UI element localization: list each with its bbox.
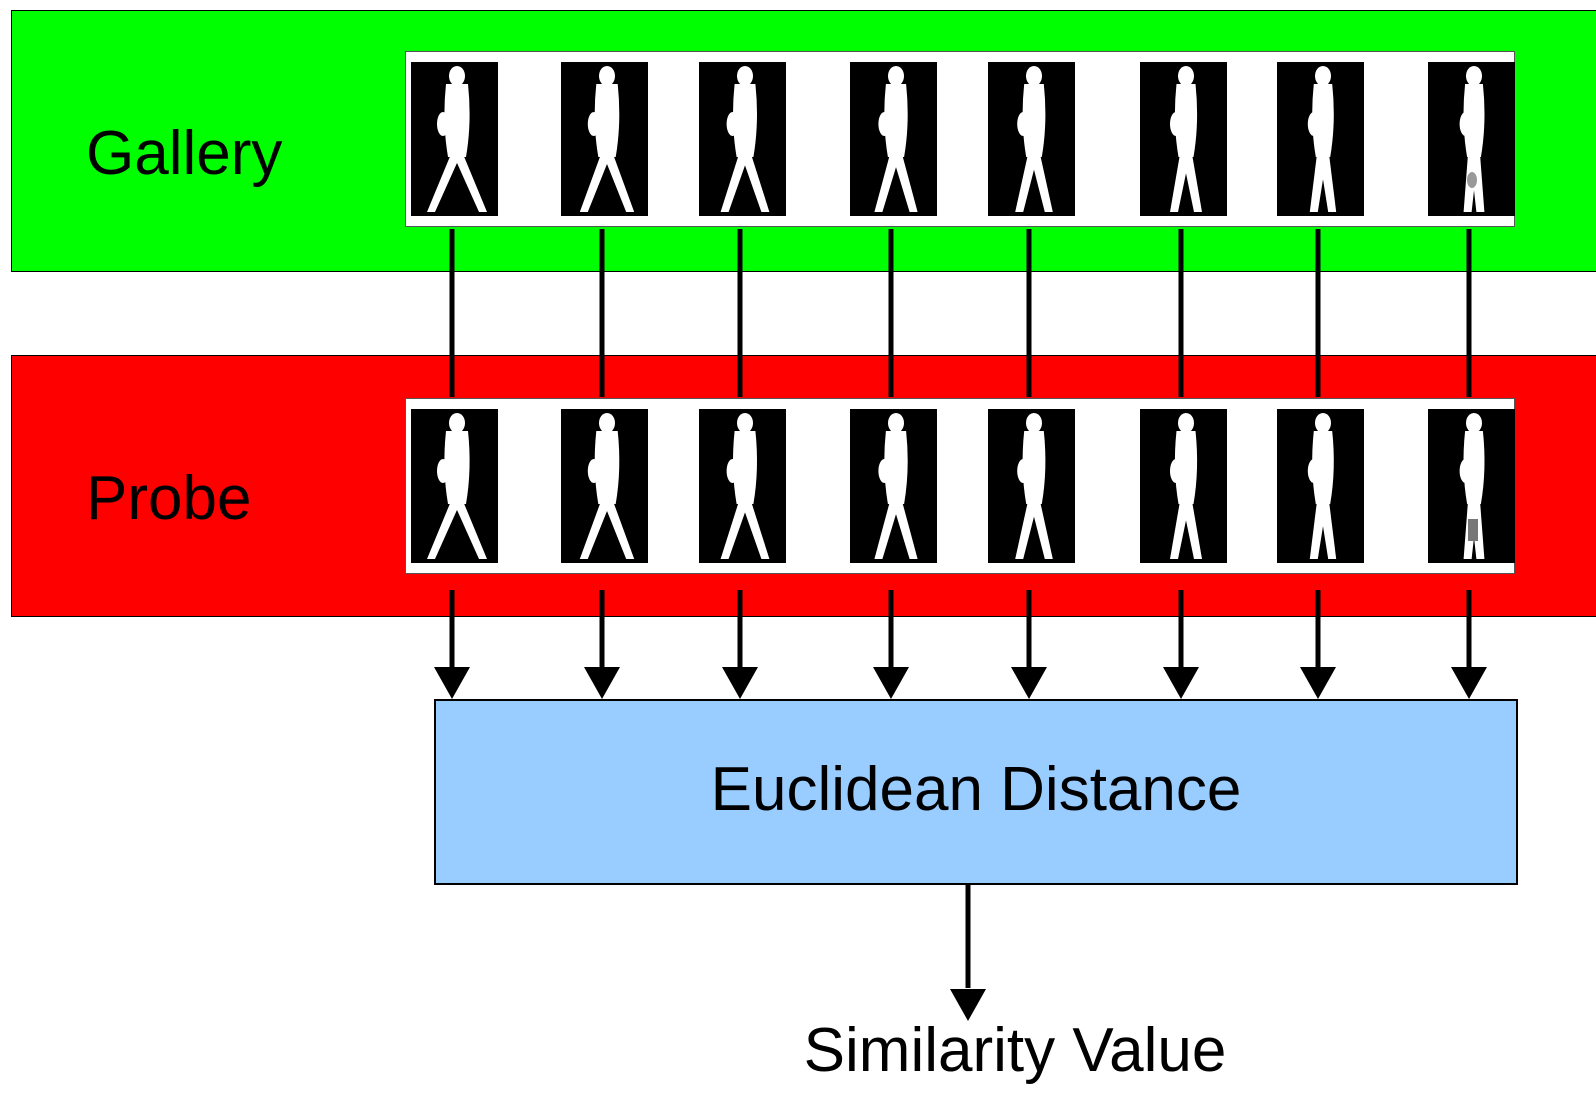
gallery-frame-1 <box>411 62 498 216</box>
probe-frame-2 <box>561 409 648 563</box>
probe-to-distance-arrowhead-6 <box>1163 667 1199 699</box>
probe-to-distance-arrowhead-2 <box>584 667 620 699</box>
probe-to-distance-arrowhead-8 <box>1451 667 1487 699</box>
probe-to-distance-arrowhead-5 <box>1011 667 1047 699</box>
probe-frame-7 <box>1277 409 1364 563</box>
probe-to-distance-arrowhead-1 <box>434 667 470 699</box>
gallery-band: Gallery <box>11 10 1596 272</box>
probe-to-distance-arrowhead-7 <box>1300 667 1336 699</box>
gallery-frame-4 <box>850 62 937 216</box>
probe-frame-3 <box>699 409 786 563</box>
gallery-label: Gallery <box>86 119 283 188</box>
probe-frame-1 <box>411 409 498 563</box>
gallery-frame-5 <box>988 62 1075 216</box>
gallery-frame-strip <box>405 51 1515 227</box>
euclidean-distance-label: Euclidean Distance <box>710 755 1242 824</box>
probe-frame-4 <box>850 409 937 563</box>
probe-label: Probe <box>86 464 252 533</box>
probe-to-distance-arrowhead-3 <box>722 667 758 699</box>
similarity-value-label: Similarity Value <box>803 1016 1227 1085</box>
probe-frame-6 <box>1140 409 1227 563</box>
gallery-frame-7 <box>1277 62 1364 216</box>
gallery-frame-8 <box>1428 62 1515 216</box>
probe-to-distance-arrowhead-4 <box>873 667 909 699</box>
gallery-frame-6 <box>1140 62 1227 216</box>
gallery-frame-2 <box>561 62 648 216</box>
probe-band: Probe <box>11 355 1596 617</box>
probe-frame-5 <box>988 409 1075 563</box>
probe-frame-8 <box>1428 409 1515 563</box>
euclidean-distance-box: Euclidean Distance <box>434 699 1518 885</box>
gallery-frame-3 <box>699 62 786 216</box>
probe-frame-strip <box>405 398 1515 574</box>
